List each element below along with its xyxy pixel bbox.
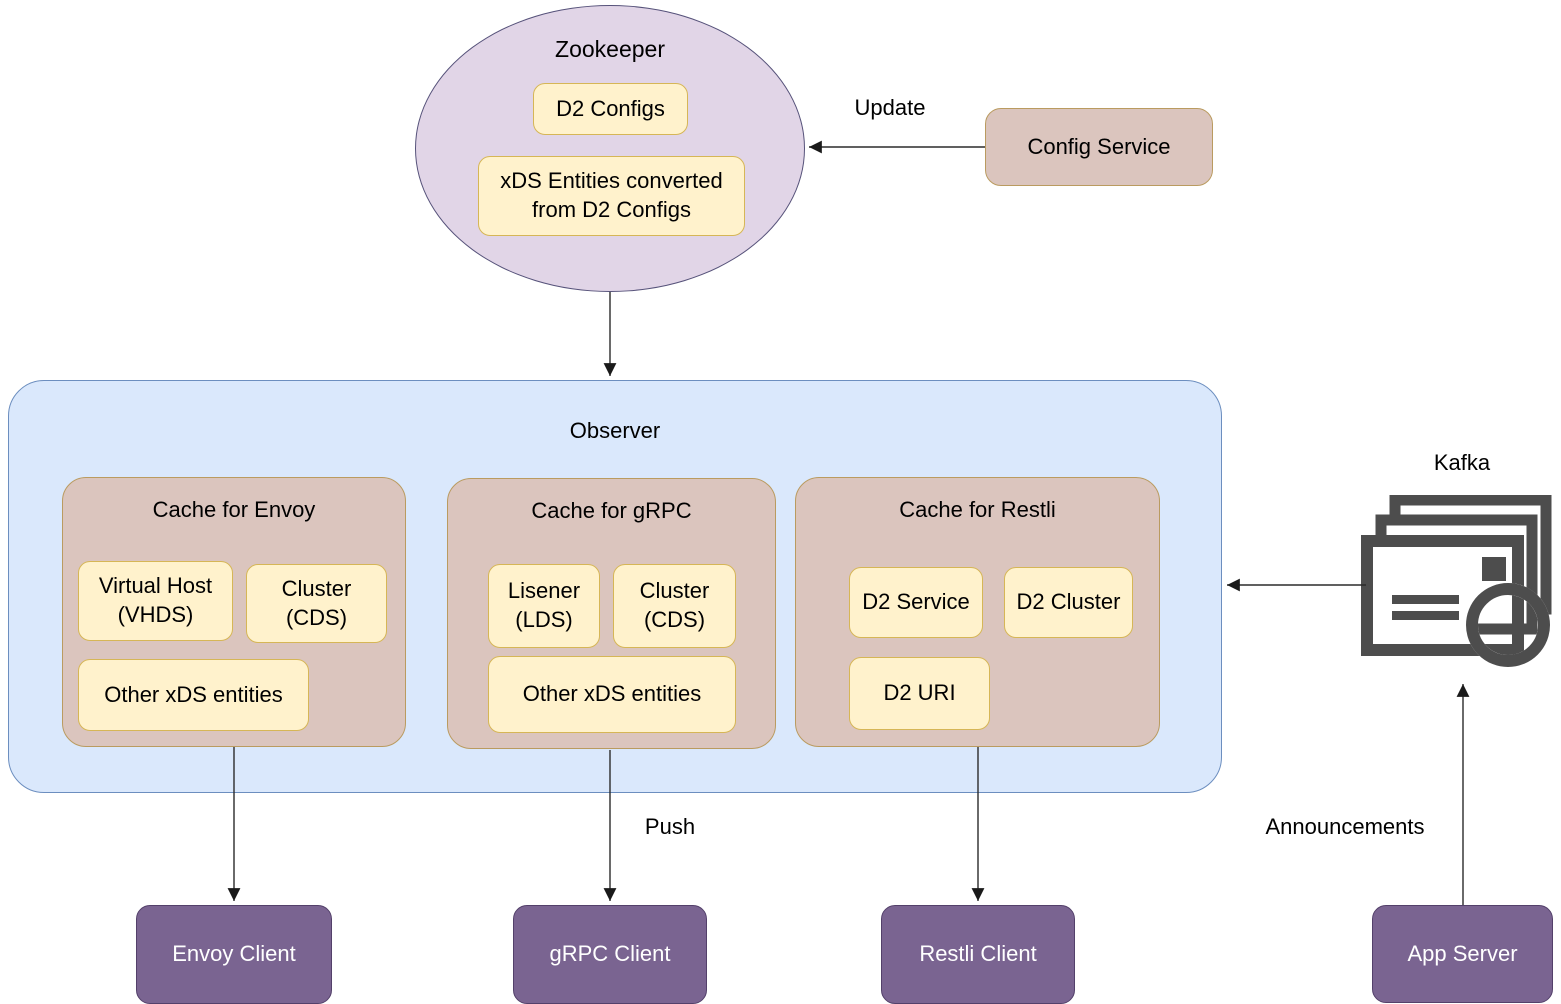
kafka-message-queue-icon bbox=[1361, 495, 1552, 667]
kafka-label: Kafka bbox=[1433, 450, 1491, 475]
envoy-client-node: Envoy Client bbox=[136, 905, 332, 1004]
cache-restli-title: Cache for Restli bbox=[899, 497, 1056, 522]
cache-envoy-title: Cache for Envoy bbox=[152, 497, 316, 522]
d2-uri-node: D2 URI bbox=[849, 657, 990, 730]
cluster-cds-grpc-node: Cluster (CDS) bbox=[613, 564, 736, 648]
cache-restli-node: Cache for Restli D2 Service D2 Cluster D… bbox=[795, 477, 1160, 747]
virtual-host-vhds-node: Virtual Host (VHDS) bbox=[78, 561, 233, 641]
restli-client-node: Restli Client bbox=[881, 905, 1075, 1004]
zookeeper-title: Zookeeper bbox=[555, 36, 665, 62]
d2-configs-node: D2 Configs bbox=[533, 83, 688, 135]
observer-title: Observer bbox=[569, 418, 661, 443]
config-service-node: Config Service bbox=[985, 108, 1213, 186]
other-xds-entities-grpc-node: Other xDS entities bbox=[488, 656, 736, 733]
push-edge-label: Push bbox=[644, 814, 696, 839]
app-server-node: App Server bbox=[1372, 905, 1553, 1003]
announcements-edge-label: Announcements bbox=[1265, 814, 1425, 839]
d2-cluster-node: D2 Cluster bbox=[1004, 567, 1133, 638]
xds-entities-node: xDS Entities converted from D2 Configs bbox=[478, 156, 745, 236]
cache-envoy-node: Cache for Envoy Virtual Host (VHDS) Clus… bbox=[62, 477, 406, 747]
grpc-client-node: gRPC Client bbox=[513, 905, 707, 1004]
zookeeper-node bbox=[415, 5, 805, 292]
other-xds-entities-envoy-node: Other xDS entities bbox=[78, 659, 309, 731]
cache-grpc-node: Cache for gRPC Lisener (LDS) Cluster (CD… bbox=[447, 478, 776, 749]
cluster-cds-envoy-node: Cluster (CDS) bbox=[246, 564, 387, 643]
lisener-lds-node: Lisener (LDS) bbox=[488, 564, 600, 648]
update-edge-label: Update bbox=[854, 95, 926, 120]
cache-grpc-title: Cache for gRPC bbox=[531, 498, 692, 523]
d2-service-node: D2 Service bbox=[849, 567, 983, 638]
